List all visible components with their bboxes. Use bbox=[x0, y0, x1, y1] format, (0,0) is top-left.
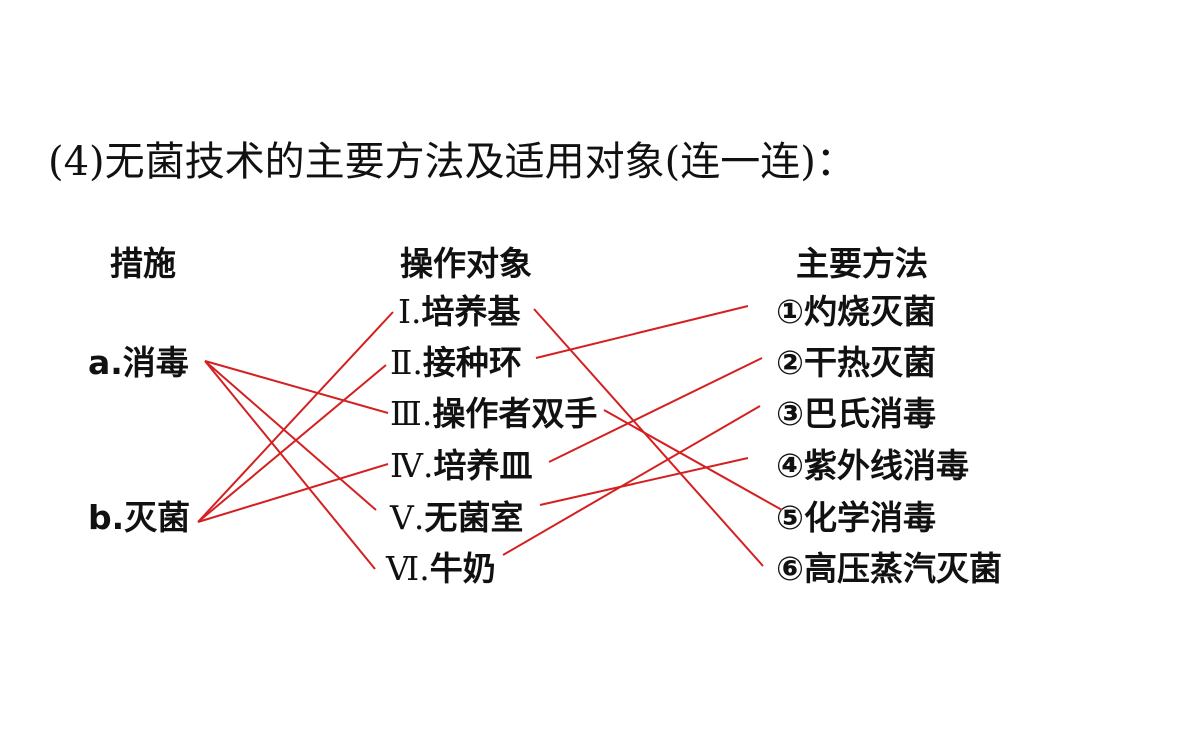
method-1[interactable]: ①灼烧灭菌 bbox=[776, 292, 936, 331]
object-numeral: Ⅲ. bbox=[390, 394, 433, 433]
object-label: 培养皿 bbox=[433, 446, 533, 485]
link-III-5 bbox=[603, 409, 783, 511]
object-label: 无菌室 bbox=[424, 498, 524, 537]
link-II-1 bbox=[535, 305, 749, 359]
object-VI[interactable]: Ⅵ.牛奶 bbox=[386, 549, 496, 589]
object-numeral: Ⅰ. bbox=[398, 292, 422, 331]
object-label: 操作者双手 bbox=[432, 394, 598, 433]
link-V-4 bbox=[539, 457, 749, 506]
method-5[interactable]: ⑤化学消毒 bbox=[776, 498, 936, 537]
link-b-II bbox=[197, 364, 387, 523]
link-VI-3 bbox=[502, 405, 761, 556]
method-4[interactable]: ④紫外线消毒 bbox=[776, 446, 969, 485]
measure-b[interactable]: b.灭菌 bbox=[88, 498, 191, 537]
object-III[interactable]: Ⅲ.操作者双手 bbox=[390, 394, 597, 434]
link-a-III bbox=[204, 360, 389, 414]
header-methods: 主要方法 bbox=[796, 244, 928, 283]
method-2[interactable]: ②干热灭菌 bbox=[776, 343, 936, 382]
object-IV[interactable]: Ⅳ.培养皿 bbox=[390, 446, 532, 486]
measure-a[interactable]: a.消毒 bbox=[88, 343, 189, 382]
page-title: (4)无菌技术的主要方法及适用对象(连一连)： bbox=[48, 139, 856, 185]
link-I-6 bbox=[533, 308, 764, 567]
link-IV-2 bbox=[548, 357, 763, 463]
header-measures: 措施 bbox=[110, 244, 176, 283]
object-label: 培养基 bbox=[421, 292, 521, 331]
object-numeral: Ⅳ. bbox=[390, 446, 434, 485]
object-V[interactable]: Ⅴ.无菌室 bbox=[390, 498, 523, 538]
link-a-VI bbox=[204, 360, 376, 570]
link-b-IV bbox=[197, 463, 389, 523]
object-I[interactable]: Ⅰ.培养基 bbox=[398, 292, 521, 332]
object-numeral: Ⅱ. bbox=[390, 343, 423, 382]
method-3[interactable]: ③巴氏消毒 bbox=[776, 394, 936, 433]
link-a-V bbox=[204, 360, 377, 511]
method-6[interactable]: ⑥高压蒸汽灭菌 bbox=[776, 549, 1002, 588]
object-label: 接种环 bbox=[422, 343, 522, 382]
link-b-I bbox=[197, 311, 394, 523]
object-label: 牛奶 bbox=[429, 549, 496, 588]
object-numeral: Ⅴ. bbox=[390, 498, 425, 537]
object-numeral: Ⅵ. bbox=[386, 549, 430, 588]
header-objects: 操作对象 bbox=[400, 244, 532, 283]
object-II[interactable]: Ⅱ.接种环 bbox=[390, 343, 522, 383]
